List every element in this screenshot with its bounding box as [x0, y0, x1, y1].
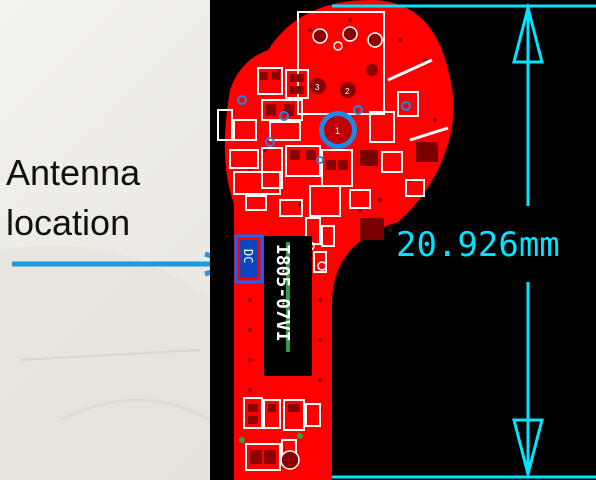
vias [237, 95, 411, 164]
bottom-pad-large [280, 450, 300, 470]
part-marking: I805-07VI [272, 244, 293, 342]
hole-label: 1 [335, 126, 340, 136]
bottom-pads [248, 404, 300, 464]
annotation-line-2: location [6, 202, 131, 243]
connector-pads [310, 26, 383, 98]
dimension-label: 20.926mm [396, 225, 560, 265]
antenna-chip-label: DC [241, 249, 255, 263]
pcb-drawing: 3 2 1 [217, 0, 596, 480]
pcb-layout-view: 3 2 1 [210, 0, 596, 480]
dimension-marker [332, 2, 596, 480]
footprint-pads [260, 72, 438, 240]
pad-label-3: 3 [315, 83, 320, 92]
antenna-chip-outline [234, 234, 264, 284]
pad-label-2: 2 [345, 87, 350, 96]
annotation-line-1: Antenna [6, 152, 141, 193]
